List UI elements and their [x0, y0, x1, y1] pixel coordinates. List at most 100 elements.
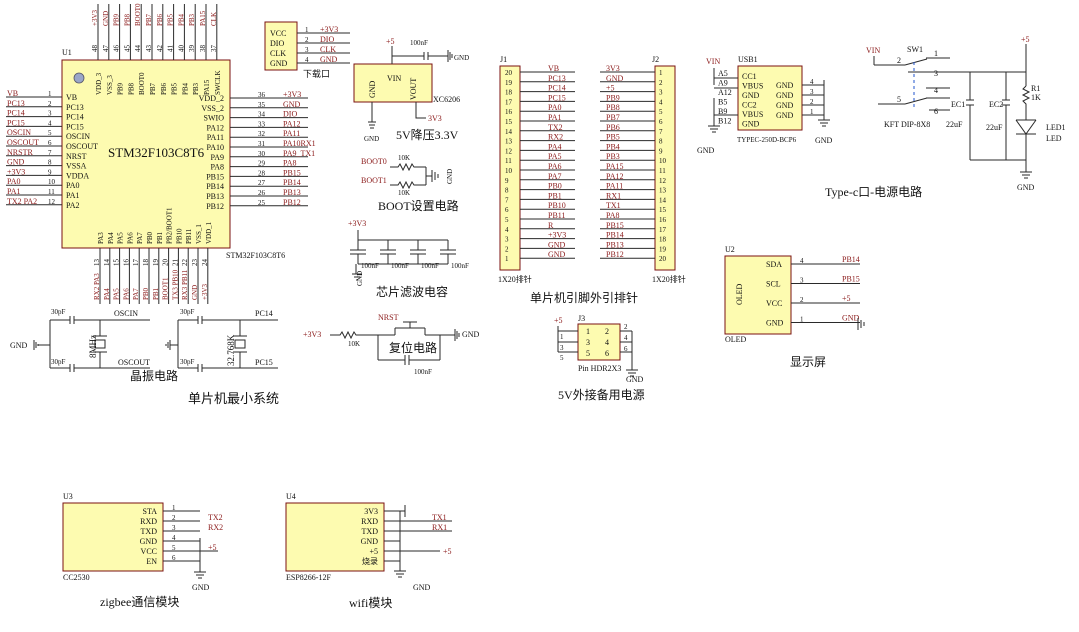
crystal-circuit: GND 30pF 30pF 8MHz OSCIN OSCOUT 30pF 30p…	[10, 308, 278, 383]
filter-wires	[350, 230, 456, 281]
j2-net-label: PB8	[606, 103, 620, 112]
mcu-pin-label: PA12	[207, 123, 225, 132]
mcu-pin-label: PB7	[149, 82, 157, 95]
j2-net-label: PB3	[606, 152, 620, 161]
j2-net-label: PB9	[606, 93, 620, 102]
oled-pin-number: 3	[800, 277, 804, 285]
mcu-pin-label: PA7	[136, 232, 144, 244]
j2-ref: J2	[652, 55, 659, 64]
download-net-label: GND	[320, 55, 338, 64]
usb-pin-label: CC1	[742, 72, 757, 81]
xtal1-cap-bot: 30pF	[51, 358, 66, 366]
mcu-pin-number: 33	[258, 120, 266, 128]
usb-gnd-right: GND	[815, 136, 833, 145]
j3-part: Pin HDR2X3	[578, 364, 621, 373]
wifi-pin-label: TXD	[362, 527, 379, 536]
j2-net-label: PB5	[606, 133, 620, 142]
mcu-net-label: PB9	[113, 13, 121, 26]
mcu-pin-label: PB4	[181, 82, 189, 95]
power-circuit: VIN SW1 2 1 3 5 4 6 KFT DIP-8X8 EC1 22uF…	[825, 35, 1066, 199]
ldo-wires	[368, 46, 453, 129]
mcu-pin-label: PB3	[192, 82, 200, 95]
mcu-name: STM32F103C8T6	[108, 145, 205, 160]
mcu-pin-number: 3	[48, 110, 52, 118]
mcu-pin-label: BOOT0	[138, 72, 146, 95]
r1-ref: R1	[1031, 84, 1040, 93]
sw-pin-5: 5	[897, 95, 901, 104]
xtal1-freq: 8MHz	[88, 335, 98, 358]
mcu-pin-number: 39	[188, 45, 196, 53]
mcu-pin-number: 26	[258, 189, 266, 197]
mcu-net-label: PB5	[167, 13, 175, 26]
xtal1-wires	[33, 316, 150, 372]
zigbee-pin-label: RXD	[140, 517, 157, 526]
oled-net-label: +5	[842, 294, 851, 303]
j2-net-label: PB6	[606, 123, 620, 132]
mcu-pin-number: 1	[48, 90, 52, 98]
oled-pin-number: 2	[800, 296, 804, 304]
mcu-pin-label: VDD_3	[95, 72, 103, 95]
j2-pin-number: 15	[659, 206, 667, 214]
zigbee-gnd: GND	[192, 583, 210, 592]
j2-pin-number: 11	[659, 167, 666, 175]
wifi-plus5: +5	[443, 547, 452, 556]
j1-net-label: PA4	[548, 142, 562, 151]
reset-nrst: NRST	[378, 313, 399, 322]
j2-pin-number: 7	[659, 128, 663, 136]
filter-title: 芯片滤波电容	[376, 284, 448, 299]
wifi-pin-label: RXD	[361, 517, 378, 526]
ldo-cap: 100nF	[410, 39, 428, 47]
j1-pin-number: 11	[505, 157, 512, 165]
mcu-net-label: PA5	[113, 288, 121, 300]
mcu-pin-number: 37	[210, 45, 218, 53]
boot-wires	[390, 162, 439, 190]
mcu-net-label: TX2 PA2	[7, 197, 37, 206]
usb-pin-number: B5	[718, 98, 727, 107]
ldo-gnd-pin: GND	[368, 80, 377, 98]
zigbee-ref: U3	[63, 492, 73, 501]
mcu-pin-number: 42	[156, 45, 164, 53]
mcu-pin-label: PA10	[207, 143, 225, 152]
pwr-gnd: GND	[1017, 183, 1035, 192]
mcu-pin-number: 28	[258, 169, 266, 177]
mcu-pin-number: 31	[258, 140, 266, 148]
mcu-net-label: NRSTR	[7, 148, 33, 157]
boot1-net: BOOT1	[361, 176, 387, 185]
j1-net-label: R	[548, 221, 554, 230]
mcu-net-label: +3V3	[7, 167, 25, 176]
mcu-net-label: GND	[191, 285, 199, 300]
j1-pin-number: 20	[505, 69, 513, 77]
mcu-net-label: OSCOUT	[7, 138, 39, 147]
xtal2-in: PC14	[255, 309, 273, 318]
mcu-pin-label: PA9	[211, 153, 225, 162]
mcu-pin-label: VDDA	[66, 171, 89, 180]
mcu-pin-label: PB11	[185, 228, 193, 244]
xtal-gnd: GND	[10, 341, 28, 350]
mcu-net-label: PA7	[132, 288, 140, 300]
mcu-pin-label: PB9	[117, 82, 125, 95]
j2-net-label: PA11	[606, 182, 623, 191]
j3-pin-4: 4	[605, 338, 609, 347]
mcu-pin-label: PA15	[203, 79, 211, 95]
mcu-pin-number: 13	[93, 259, 101, 267]
mcu-net-label: PC15	[7, 118, 25, 127]
j3-pin-3: 3	[586, 338, 590, 347]
mcu-pin-label: PC15	[66, 122, 84, 131]
mcu-net-label: PC13	[7, 99, 25, 108]
j2-net-label: PB15	[606, 221, 624, 230]
zigbee-part: CC2530	[63, 573, 90, 582]
oled-pin-number: 1	[800, 316, 804, 324]
j3-ext-3: 3	[560, 344, 564, 352]
j3-ext-4: 4	[624, 334, 628, 342]
wifi-part: ESP8266-12F	[286, 573, 331, 582]
mcu-pin-number: 4	[48, 119, 52, 127]
usb-vin: VIN	[706, 57, 720, 66]
download-pin-label: VCC	[270, 29, 286, 38]
filter-cap-3: 100nF	[421, 262, 439, 270]
zigbee-net-label: +5	[208, 543, 217, 552]
j1-pin-number: 1	[505, 255, 509, 263]
mcu-pin-number: 14	[103, 259, 111, 267]
